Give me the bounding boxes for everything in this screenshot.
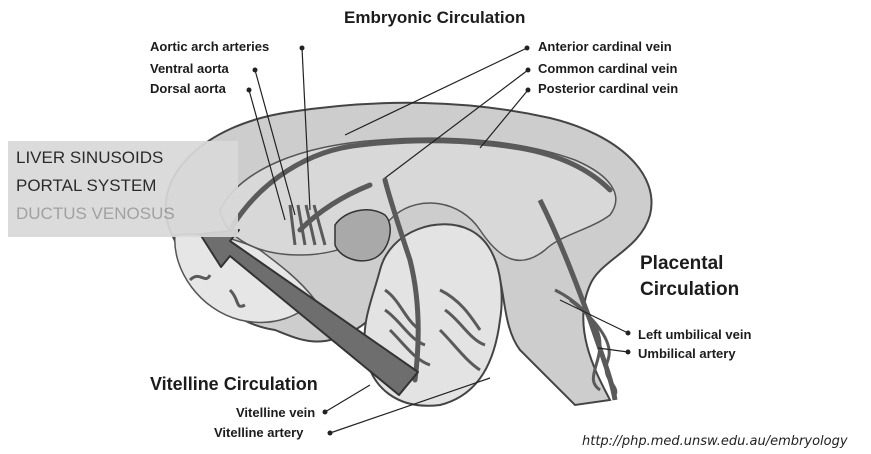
annotation-line-1: LIVER SINUSOIDS [16,148,163,168]
label-common-cardinal-vein: Common cardinal vein [538,61,677,76]
label-vitelline-vein: Vitelline vein [236,405,315,420]
label-placental-circulation-1: Placental [640,252,723,276]
diagram-title: Embryonic Circulation [344,8,525,28]
label-umbilical-artery: Umbilical artery [638,346,736,361]
heart [335,210,390,261]
label-anterior-cardinal-vein: Anterior cardinal vein [538,39,672,54]
label-vitelline-circulation: Vitelline Circulation [150,372,318,396]
label-left-umbilical-vein: Left umbilical vein [638,327,751,342]
label-vitelline-artery: Vitelline artery [214,425,303,440]
source-credit: http://php.med.unsw.edu.au/embryology [582,434,848,449]
label-aortic-arch-arteries: Aortic arch arteries [150,39,269,54]
label-posterior-cardinal-vein: Posterior cardinal vein [538,81,678,96]
label-dorsal-aorta: Dorsal aorta [150,81,226,96]
annotation-line-3: DUCTUS VENOSUS [16,204,175,224]
label-placental-circulation-2: Circulation [640,278,739,302]
annotation-box: LIVER SINUSOIDS PORTAL SYSTEM DUCTUS VEN… [8,141,238,237]
annotation-line-2: PORTAL SYSTEM [16,176,156,196]
label-ventral-aorta: Ventral aorta [150,61,229,76]
